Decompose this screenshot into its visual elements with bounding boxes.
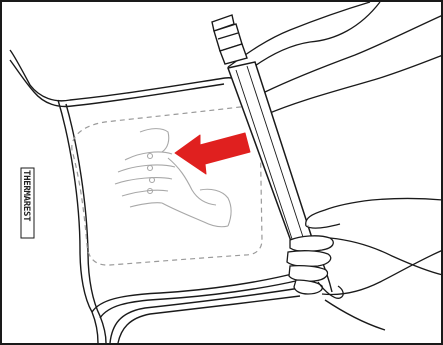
lower-finger-1	[290, 236, 333, 251]
lower-finger-3	[289, 266, 328, 282]
brand-label-text: THERMAREST	[21, 170, 31, 222]
brand-label: THERMAREST	[21, 168, 34, 238]
lower-finger-2	[287, 251, 331, 267]
